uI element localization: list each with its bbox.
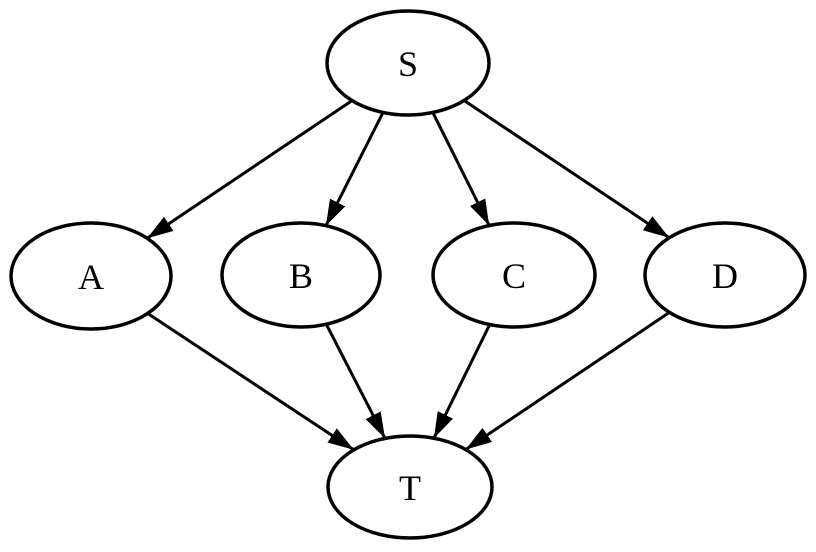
- edge-S-A: [146, 99, 353, 240]
- node-B-ellipse: [220, 221, 382, 329]
- node-B-label: B: [289, 256, 313, 296]
- edge-B-T: [324, 323, 387, 440]
- node-A: A: [9, 221, 173, 331]
- nodes-layer: S A B C D T: [9, 9, 807, 540]
- edge-D-T: [464, 311, 671, 451]
- node-C-label: C: [502, 256, 526, 296]
- node-D-label: D: [712, 256, 738, 296]
- node-T-label: T: [399, 468, 421, 508]
- node-B: B: [220, 221, 382, 329]
- edge-S-C: [431, 111, 491, 227]
- node-A-label: A: [78, 257, 104, 297]
- node-C-ellipse: [431, 221, 597, 329]
- edge-S-B: [324, 111, 385, 227]
- node-D: D: [643, 221, 807, 329]
- edge-A-T: [146, 312, 355, 452]
- edges-layer: [146, 99, 671, 452]
- node-D-ellipse: [643, 221, 807, 329]
- node-C: C: [431, 221, 597, 329]
- node-S-ellipse: [325, 9, 491, 117]
- node-T: T: [326, 434, 494, 540]
- edge-S-D: [463, 99, 671, 239]
- node-A-ellipse: [9, 221, 173, 331]
- node-S: S: [325, 9, 491, 117]
- edge-C-T: [432, 323, 492, 439]
- node-S-label: S: [398, 44, 418, 84]
- node-T-ellipse: [326, 434, 494, 540]
